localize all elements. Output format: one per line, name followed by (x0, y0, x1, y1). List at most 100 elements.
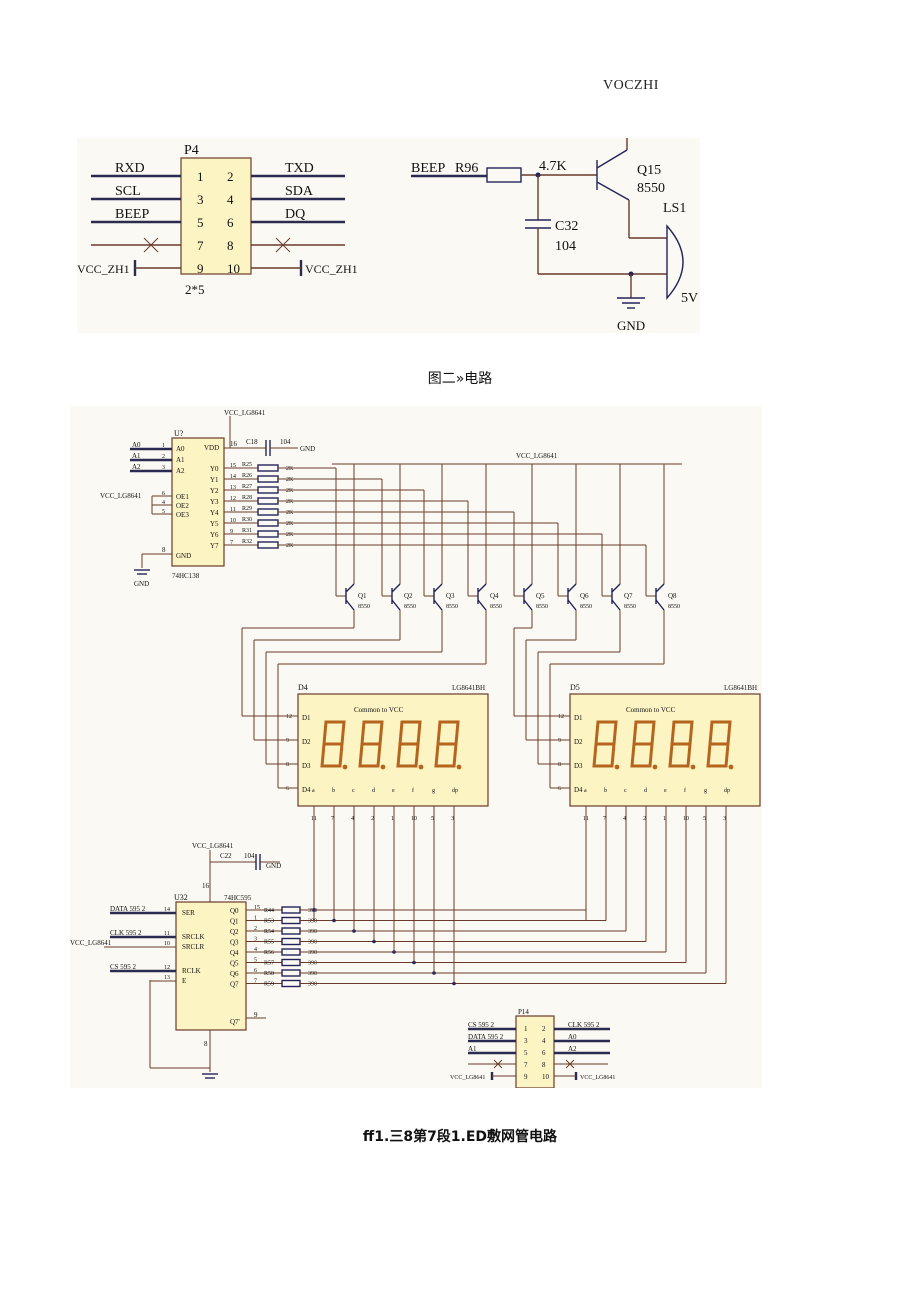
resistor-bottom (281, 937, 301, 946)
decoder-enable-label: OE1 (176, 493, 189, 501)
decoder-output-pin: 9 (230, 529, 233, 535)
ground-label: GND (617, 318, 645, 333)
resistor-top (257, 497, 279, 505)
p4-pin-right: 10 (227, 261, 240, 276)
p4-pin-left: 3 (197, 192, 204, 207)
resistor-top-ref: R28 (242, 495, 252, 501)
decoder-enable-vcc: VCC_LG8641 (100, 492, 142, 500)
p14-ref: P14 (518, 1008, 529, 1016)
decoder-output-label: Y0 (210, 465, 219, 473)
header-note: VOCZHI (603, 78, 659, 93)
display-digit-pin: 8 (558, 762, 561, 768)
decoder-input-pin: 1 (162, 443, 165, 449)
p4-pin-right: 8 (227, 238, 234, 253)
transistor-ref: Q8 (668, 592, 677, 600)
digit-glyph (396, 720, 424, 770)
p14-pin-left: 1 (524, 1025, 528, 1033)
shift-input-label: RCLK (182, 967, 201, 975)
resistor-top-ref: R25 (242, 462, 252, 468)
resistor-bottom-value: 390 (308, 982, 317, 988)
decoder-part: 74HC138 (172, 572, 200, 580)
segment-label: dp (724, 788, 730, 794)
p14-pin-right: 10 (542, 1073, 550, 1081)
transistor-ref: Q2 (404, 592, 413, 600)
resistor-top-value: 2K (286, 488, 294, 494)
display-digit-label: D1 (302, 714, 311, 722)
shift-output-pin: 5 (254, 958, 257, 964)
transistor-ref: Q4 (490, 592, 499, 600)
display-bottom-pin: 3 (451, 816, 454, 822)
decoder-ref: U? (174, 429, 184, 438)
resistor-bottom-ref: R58 (264, 971, 274, 977)
shift-input-label: E (182, 977, 186, 985)
p14-net-right: VCC_LG8641 (580, 1075, 615, 1081)
resistor-top-ref: R27 (242, 484, 252, 490)
segment-label: e (392, 788, 395, 794)
resistor-top (257, 486, 279, 494)
decoder-input-pin: 2 (162, 454, 165, 460)
digit-glyph (668, 720, 696, 770)
display-bottom-pin: 4 (351, 816, 354, 822)
shift-input-net: CS 595 2 (110, 963, 137, 971)
display-bottom-pin: 1 (663, 816, 666, 822)
display-digit-pin: 8 (286, 762, 289, 768)
resistor-r96 (486, 167, 522, 183)
shift-cap-value: 104 (244, 852, 255, 860)
shift-output-label: Q6 (230, 970, 239, 978)
display-bottom-pin: 2 (643, 816, 646, 822)
display-digit-label: D1 (574, 714, 583, 722)
segment-label: dp (452, 788, 458, 794)
speaker-ref: LS1 (663, 201, 686, 216)
decoder-input-net: A1 (132, 452, 141, 460)
p14-net-right: CLK 595 2 (568, 1021, 600, 1029)
shift-output-label: Q4 (230, 949, 239, 957)
resistor-bottom (281, 958, 301, 967)
decoder-output-label: Y2 (210, 487, 219, 495)
p4-pin-right: 4 (227, 192, 234, 207)
resistor-top (257, 464, 279, 472)
display-note: Common to VCC (626, 706, 676, 714)
display-ref: D5 (570, 683, 580, 692)
transistor-ref: Q7 (624, 592, 633, 600)
decoder-output-pin: 14 (230, 474, 236, 480)
p14-pin-right: 2 (542, 1025, 546, 1033)
digit-glyph (320, 720, 348, 770)
resistor-bottom-value: 390 (308, 908, 317, 914)
transistor-value: 8550 (490, 604, 502, 610)
transistor-ref: Q6 (580, 592, 589, 600)
display-digit-label: D2 (574, 738, 583, 746)
beeper-circuit: BEEP R96 4.7K Q15 8550 C32 104 (411, 138, 698, 333)
display-digit-label: D2 (302, 738, 311, 746)
caption-figure-2: ff1.三8第7段1.ED敷网管电路 (362, 1129, 558, 1145)
resistor-top-value: 2K (286, 499, 294, 505)
resistor-bottom (281, 927, 301, 935)
decoder-cap-value: 104 (280, 438, 291, 446)
resistor-top-value: 2K (286, 466, 294, 472)
segment-label: d (372, 788, 375, 794)
shift-output-pin: 3 (254, 937, 257, 943)
transistor-value: 8550 (624, 604, 636, 610)
transistor-value: 8550 (580, 604, 592, 610)
display-bottom-pin: 7 (331, 816, 334, 822)
transistor-ref: Q1 (358, 592, 367, 600)
decoder-cap-ref: C18 (246, 438, 258, 446)
shift-vcc-pin: 16 (202, 882, 210, 890)
vcc-rail-label: VCC_LG8641 (516, 452, 558, 460)
resistor-bottom (281, 906, 301, 914)
p14-pin-left: 5 (524, 1049, 528, 1057)
resistor-bottom-value: 390 (308, 940, 317, 946)
segment-label: c (352, 788, 355, 794)
p14-net-left: VCC_LG8641 (450, 1075, 485, 1081)
shift-q7s: Q7' (230, 1018, 240, 1026)
shift-part: 74HC595 (224, 894, 252, 902)
resistor-bottom-value: 390 (308, 961, 317, 967)
decoder-input-label: A1 (176, 456, 185, 464)
display-bottom-pin: 10 (683, 816, 689, 822)
segment-label: e (664, 788, 667, 794)
shift-input-pin: 13 (164, 975, 170, 981)
resistor-top-value: 2K (286, 543, 294, 549)
decoder-output-pin: 10 (230, 518, 236, 524)
